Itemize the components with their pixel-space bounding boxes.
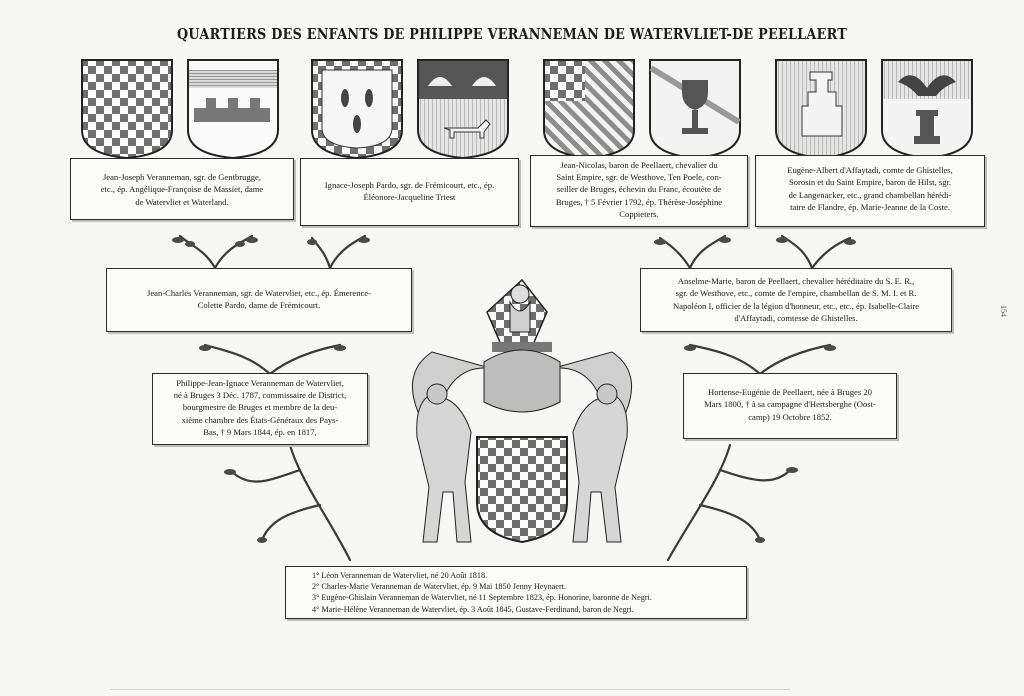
ancestor-box-pardo: Ignace-Joseph Pardo, sgr. de Frémicourt,… (300, 158, 519, 226)
box-line: Saint Empire, sgr. de Westhove, Ten Poel… (556, 172, 722, 183)
shield-hound-icon (417, 59, 509, 160)
page-title: QUARTIERS DES ENFANTS DE PHILIPPE VERANN… (177, 26, 847, 43)
box-line: Jean-Nicolas, baron de Peellaert, cheval… (560, 160, 718, 170)
child-entry: 4° Marie-Hélène Veranneman de Watervliet… (312, 604, 634, 614)
box-line: Ignace-Joseph Pardo, sgr. de Frémicourt,… (324, 180, 495, 190)
child-entry: 3° Eugène-Ghislain Veranneman de Watervl… (312, 593, 652, 603)
box-line: Jean-Joseph Veranneman, sgr. de Gentbrug… (102, 172, 262, 182)
box-line: Bruges, † 5 Février 1792, ép. Thérèse-Jo… (555, 196, 723, 207)
box-line: d'Affaytadi, comtesse de Ghistelles. (734, 313, 858, 324)
shield-bordure-icon (311, 59, 403, 160)
child-entry: 2° Charles-Marie Veranneman de Watervlie… (312, 582, 566, 592)
parent-box-philippe: Philippe-Jean-Ignace Veranneman de Water… (152, 373, 368, 445)
children-list: 1° Léon Veranneman de Watervliet, né 20 … (285, 566, 747, 619)
box-line: etc., ép. Angélique-Françoise de Massiet… (100, 184, 264, 195)
box-line: Eugène-Albert d'Affaytadi, comte de Ghis… (787, 165, 953, 175)
shield-crenellated-icon (187, 59, 279, 160)
shield-cup-icon (649, 59, 741, 160)
box-line: Anselme-Marie, baron de Peellaert, cheva… (677, 276, 915, 286)
ancestor-box-veranneman: Jean-Joseph Veranneman, sgr. de Gentbrug… (70, 158, 294, 220)
grandparent-box-peellaert: Anselme-Marie, baron de Peellaert, cheva… (640, 268, 952, 332)
box-line: Philippe-Jean-Ignace Veranneman de Water… (176, 378, 344, 388)
ancestor-box-peellaert: Jean-Nicolas, baron de Peellaert, cheval… (530, 155, 748, 227)
box-line: camp) 19 Octobre 1852. (748, 411, 832, 422)
box-line: Mars 1800, † à sa campagne d'Hertsberghe… (704, 399, 876, 410)
bottom-rule (110, 689, 790, 690)
box-line: xième chambre des États-Généraux des Pay… (181, 414, 339, 425)
box-line: taire de Flandre, ép. Marie-Jeanne de la… (790, 202, 950, 213)
box-line: de Langenacker, etc., grand chambellan h… (788, 189, 952, 200)
box-line: Colette Pardo, dame de Frémicourt. (197, 300, 321, 311)
shield-tower-icon (775, 59, 867, 160)
box-line: Napoléon I, officier de la légion d'honn… (672, 300, 920, 311)
box-line: Coppieters. (619, 208, 659, 219)
shield-eagle-icon (881, 59, 973, 160)
coat-of-arms-illustration (411, 278, 633, 544)
box-line: Sorosin et du Saint Empire, baron de Hil… (788, 177, 952, 188)
shield-checky-icon (81, 59, 173, 160)
child-entry: 1° Léon Veranneman de Watervliet, né 20 … (312, 571, 488, 580)
box-line: de Watervliet et Waterland. (135, 196, 229, 207)
box-line: né à Bruges 3 Déc. 1787, commissaire de … (173, 390, 347, 401)
parent-box-hortense: Hortense-Eugénie de Peellaert, née à Bru… (683, 373, 897, 439)
box-line: Hortense-Eugénie de Peellaert, née à Bru… (708, 387, 872, 397)
shield-bendy-icon (543, 59, 635, 160)
grandparent-box-veranneman: Jean-Charles Veranneman, sgr. de Watervl… (106, 268, 412, 332)
box-line: seiller de Bruges, échevin du Franc, éco… (556, 184, 722, 195)
ancestor-box-affaytadi: Eugène-Albert d'Affaytadi, comte de Ghis… (755, 155, 985, 227)
box-line: bourgmestre de Bruges et membre de la de… (182, 402, 338, 413)
box-line: sgr. de Westhove, etc., comte de l'empir… (675, 288, 917, 299)
box-line: Bas, † 9 Mars 1844, ép. en 1817, (203, 426, 317, 437)
box-line: Jean-Charles Veranneman, sgr. de Watervl… (146, 288, 371, 298)
box-line: Éléonore-Jacqueline Triest (363, 192, 456, 203)
page-number: 154 (999, 305, 1008, 317)
